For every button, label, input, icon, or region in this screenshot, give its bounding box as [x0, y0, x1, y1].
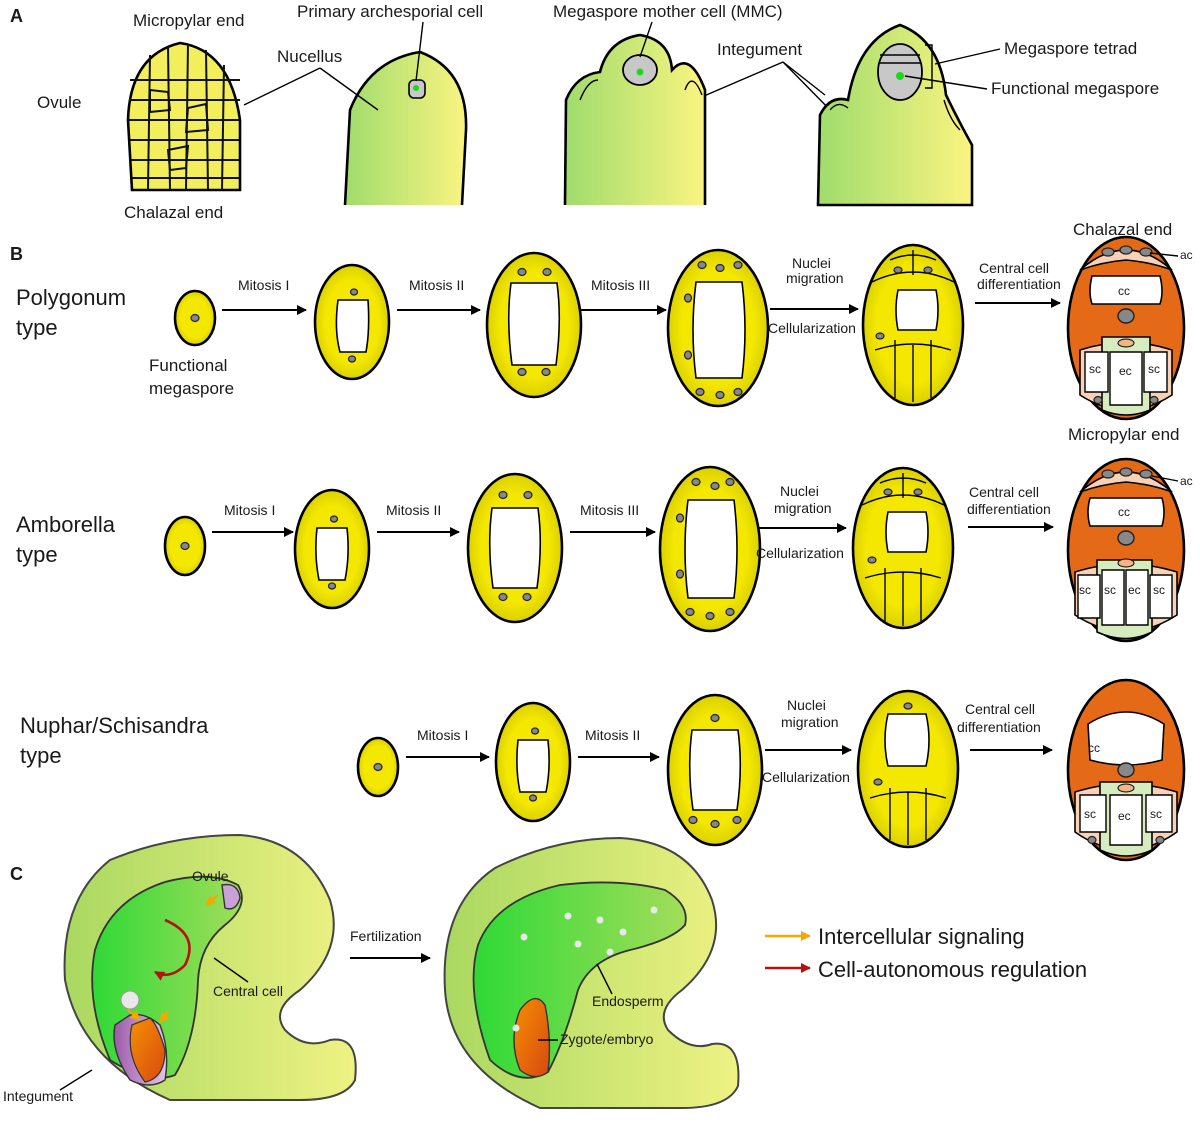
polygonum-sc-label-right: sc — [1148, 362, 1160, 376]
ovule-stage-3 — [563, 33, 707, 206]
endosperm-label: Endosperm — [592, 993, 664, 1009]
amborella-mitosis2: Mitosis II — [386, 502, 441, 518]
integument-label-a: Integument — [717, 40, 802, 59]
polygonum-type-line1: Polygonum — [16, 285, 126, 310]
ovule-row-label: Ovule — [37, 93, 81, 112]
row-amborella: Amborella type Mitosis I Mitosis II Mito… — [16, 457, 1193, 643]
nuphar-mature-sac — [1066, 678, 1186, 862]
nuphar-type-line1: Nuphar/Schisandra — [20, 713, 209, 738]
row-polygonum: Polygonum type Functional megaspore Mito… — [16, 220, 1193, 444]
polygonum-mature-sac — [1066, 235, 1186, 421]
polygonum-diff-line1: Central cell — [979, 260, 1049, 276]
legend-autonomous-label: Cell-autonomous regulation — [818, 957, 1087, 982]
polygonum-mitosis2: Mitosis II — [409, 277, 464, 293]
polygonum-migration-line1: Nuclei — [792, 255, 831, 271]
nuphar-mitosis2: Mitosis II — [585, 727, 640, 743]
nuphar-mitosis1: Mitosis I — [417, 727, 468, 743]
functional-megaspore-label: Functional megaspore — [991, 79, 1159, 98]
amborella-migration-line1: Nuclei — [780, 483, 819, 499]
nuphar-sc-label-right: sc — [1150, 807, 1162, 821]
amborella-diff-line2: differentiation — [967, 501, 1051, 517]
ovule-stage-1 — [126, 41, 242, 192]
micropylar-end-label-a: Micropylar end — [133, 11, 245, 30]
megaspore-tetrad-label: Megaspore tetrad — [1004, 39, 1137, 58]
nucellus-label: Nucellus — [277, 47, 342, 66]
amborella-migration-line2: migration — [774, 500, 832, 516]
panel-a: A Ovule Micropylar end Chalazal end Nuce… — [10, 2, 1159, 222]
amborella-type-line2: type — [16, 542, 58, 567]
row-nuphar: Nuphar/Schisandra type Mitosis I Mitosis… — [20, 678, 1186, 862]
polygonum-type-line2: type — [16, 315, 58, 340]
amborella-mitosis3: Mitosis III — [580, 502, 639, 518]
amborella-mitosis1: Mitosis I — [224, 502, 275, 518]
central-cell-label: Central cell — [213, 983, 283, 999]
panel-c-label: C — [10, 864, 23, 884]
amborella-sc-label-2: sc — [1104, 583, 1116, 597]
amborella-ec-label: ec — [1128, 583, 1141, 597]
legend: Intercellular signaling Cell-autonomous … — [765, 924, 1087, 982]
panel-a-label: A — [10, 6, 23, 26]
nuphar-ec-label: ec — [1118, 809, 1131, 823]
amborella-diff-line1: Central cell — [969, 484, 1039, 500]
panel-c: C Ovule Central cell Integument Fertiliz… — [3, 833, 1087, 1109]
panel-b-label: B — [10, 244, 23, 264]
polygonum-migration-line2: migration — [786, 270, 844, 286]
polygonum-ec-label: ec — [1119, 364, 1132, 378]
polygonum-start-line1: Functional — [149, 356, 227, 375]
nuphar-diff-line2: differentiation — [957, 719, 1041, 735]
ovule-after-fertilization: Endosperm Zygote/embryo — [443, 836, 740, 1109]
amborella-ac-label: ac — [1180, 474, 1193, 488]
ovule-stage-4 — [816, 23, 974, 207]
fertilization-label: Fertilization — [350, 928, 422, 944]
ovule-before-fertilization: Ovule Central cell Integument — [3, 833, 357, 1104]
nuphar-sc-label-left: sc — [1084, 807, 1096, 821]
polygonum-diff-line2: differentiation — [977, 276, 1061, 292]
mmc-label: Megaspore mother cell (MMC) — [553, 2, 783, 21]
nuphar-cellularization: Cellularization — [762, 769, 850, 785]
amborella-cc-label: cc — [1118, 505, 1130, 519]
nuphar-type-line2: type — [20, 743, 62, 768]
polygonum-cellularization: Cellularization — [768, 320, 856, 336]
amborella-type-line1: Amborella — [16, 512, 116, 537]
nuphar-diff-line1: Central cell — [965, 701, 1035, 717]
legend-intercellular-label: Intercellular signaling — [818, 924, 1025, 949]
primary-archesporial-label: Primary archesporial cell — [297, 2, 483, 21]
polygonum-ac-label: ac — [1180, 248, 1193, 262]
polygonum-cc-label: cc — [1118, 284, 1130, 298]
nuphar-migration-line1: Nuclei — [787, 697, 826, 713]
polygonum-sc-label-left: sc — [1089, 362, 1101, 376]
zygote-embryo-label: Zygote/embryo — [560, 1031, 654, 1047]
panel-b: B Polygonum type Functional megaspore Mi… — [10, 220, 1193, 862]
amborella-cellularization: Cellularization — [756, 545, 844, 561]
integument-label-c: Integument — [3, 1088, 73, 1104]
nuphar-cellularized — [856, 689, 960, 849]
amborella-sc-label-1: sc — [1079, 583, 1091, 597]
nuphar-migration-line2: migration — [781, 714, 839, 730]
nuphar-cc-label: cc — [1088, 741, 1100, 755]
polygonum-chalazal-end: Chalazal end — [1073, 220, 1172, 239]
polygonum-mitosis3: Mitosis III — [591, 277, 650, 293]
ovule-stage-2 — [343, 50, 468, 206]
polygonum-mitosis1: Mitosis I — [238, 277, 289, 293]
ovule-label-c: Ovule — [192, 868, 229, 884]
polygonum-micropylar-end: Micropylar end — [1068, 425, 1180, 444]
polygonum-start-line2: megaspore — [149, 379, 234, 398]
chalazal-end-label-a: Chalazal end — [124, 203, 223, 222]
amborella-mature-sac — [1066, 457, 1186, 643]
amborella-sc-label-3: sc — [1153, 583, 1165, 597]
